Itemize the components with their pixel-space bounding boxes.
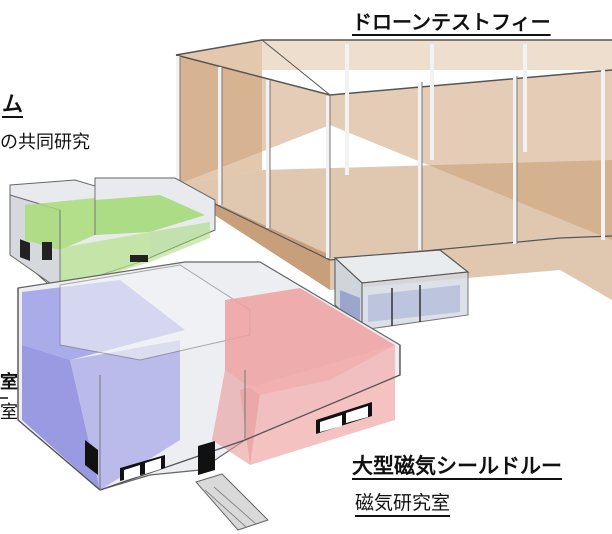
entrance-booth bbox=[333, 249, 470, 332]
drone-field-title: ドローンテストフィー bbox=[352, 10, 551, 34]
shield-room-title: 大型磁気シールドルー bbox=[352, 454, 562, 478]
left-sub-fragment: 室 bbox=[0, 402, 18, 423]
room-title-fragment: ム bbox=[2, 92, 23, 116]
joint-research-building bbox=[9, 177, 216, 291]
magnetic-lab-label: 磁気研究室 bbox=[355, 492, 451, 514]
main-building bbox=[17, 261, 401, 531]
drone-test-field bbox=[175, 39, 612, 300]
left-title-fragment: 室 bbox=[0, 372, 18, 393]
joint-research-label: の共同研究 bbox=[0, 132, 90, 153]
